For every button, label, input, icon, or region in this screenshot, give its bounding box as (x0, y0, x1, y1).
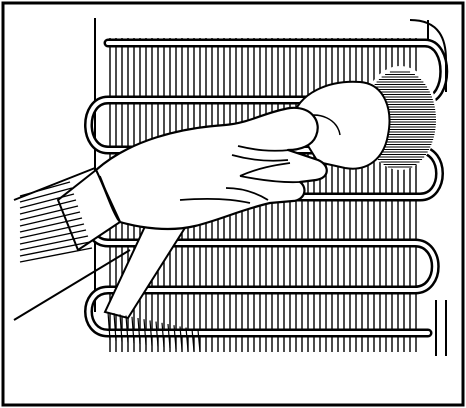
sleeve-stripe (20, 248, 92, 262)
gloved-hand (58, 108, 327, 250)
